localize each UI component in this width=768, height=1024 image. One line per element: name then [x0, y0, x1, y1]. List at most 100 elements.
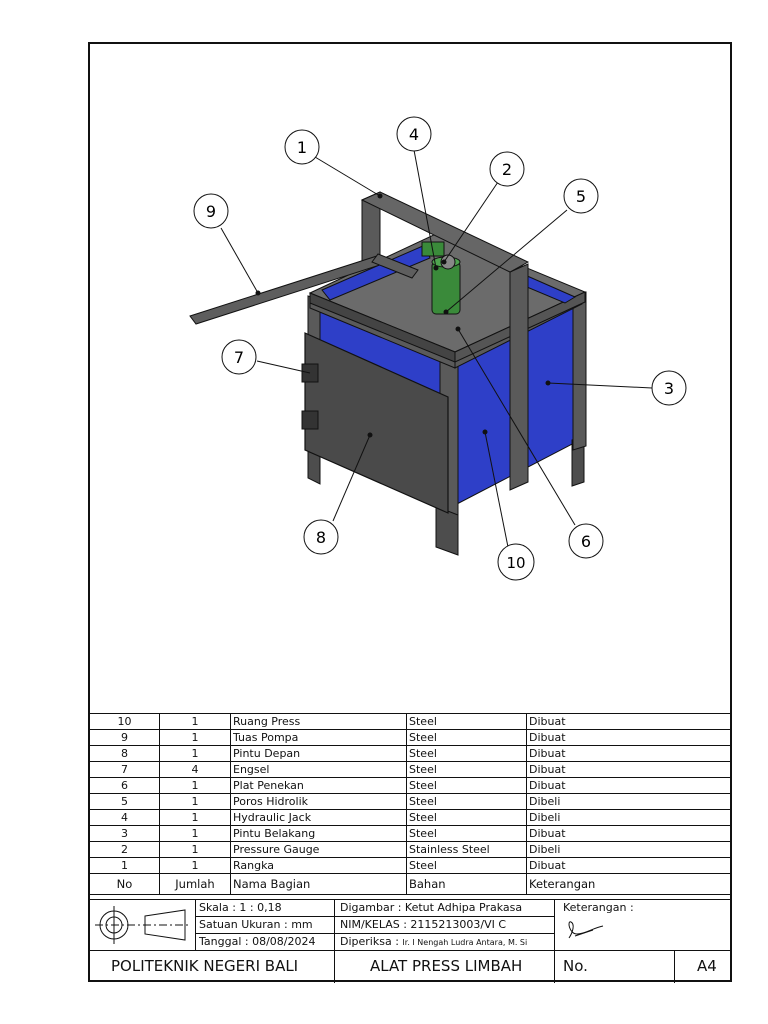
bom-cell-name: Hydraulic Jack [230, 809, 407, 826]
bom-cell-qty: 4 [159, 761, 231, 778]
bom-cell-name: Rangka [230, 857, 407, 874]
date-text: Tanggal : 08/08/2024 [199, 935, 316, 948]
bom-cell-qty: 1 [159, 809, 231, 826]
bom-cell-no: 3 [89, 825, 160, 842]
bom-cell-note: Dibuat [526, 729, 732, 746]
bom-cell-no: 8 [89, 745, 160, 762]
bom-cell-qty: 1 [159, 841, 231, 858]
isometric-drawing: 1 4 2 5 9 7 3 8 6 10 [189, 116, 687, 581]
checked-label: Diperiksa : [340, 935, 399, 948]
bom-header-name: Nama Bagian [230, 873, 407, 895]
bom-cell-material: Steel [406, 777, 527, 794]
leader-dots [255, 193, 551, 438]
bom-cell-name: Pintu Belakang [230, 825, 407, 842]
svg-text:10: 10 [506, 554, 525, 572]
bom-cell-no: 6 [89, 777, 160, 794]
title-block: Skala : 1 : 0,18 Satuan Ukuran : mm Tang… [89, 899, 732, 983]
bom-cell-name: Ruang Press [230, 713, 407, 730]
bom-cell-material: Steel [406, 713, 527, 730]
bom-cell-qty: 1 [159, 729, 231, 746]
checked-name: Ir. I Nengah Ludra Antara, M. Si [402, 938, 528, 947]
bom-cell-material: Steel [406, 857, 527, 874]
balloon-3: 3 [651, 370, 687, 406]
signature [568, 921, 604, 939]
drawing-number-label: No. [563, 957, 588, 975]
bom-cell-name: Plat Penekan [230, 777, 407, 794]
bom-cell-no: 10 [89, 713, 160, 730]
bom-cell-material: Steel [406, 793, 527, 810]
bom-cell-note: Dibuat [526, 761, 732, 778]
svg-text:4: 4 [409, 125, 419, 144]
institution-name: POLITEKNIK NEGERI BALI [111, 957, 299, 975]
bom-cell-qty: 1 [159, 857, 231, 874]
unit-text: Satuan Ukuran : mm [199, 918, 313, 931]
bom-header-note: Keterangan [526, 873, 732, 895]
bom-cell-qty: 1 [159, 825, 231, 842]
bom-cell-note: Dibeli [526, 793, 732, 810]
bom-cell-material: Steel [406, 745, 527, 762]
bom-cell-no: 2 [89, 841, 160, 858]
balloon-2: 2 [489, 151, 525, 187]
bom-cell-no: 5 [89, 793, 160, 810]
svg-text:2: 2 [502, 160, 512, 179]
drawing-title: ALAT PRESS LIMBAH [370, 957, 523, 975]
bom-cell-note: Dibeli [526, 841, 732, 858]
nim-text: NIM/KELAS : 2115213003/VI C [340, 918, 507, 931]
bom-cell-note: Dibeli [526, 809, 732, 826]
remarks-label: Keterangan : [563, 901, 634, 914]
bom-cell-material: Stainless Steel [406, 841, 527, 858]
bom-cell-note: Dibuat [526, 713, 732, 730]
bom-cell-name: Pintu Depan [230, 745, 407, 762]
bom-header-no: No [89, 873, 160, 895]
svg-text:9: 9 [206, 202, 216, 221]
svg-text:7: 7 [234, 348, 244, 367]
bom-cell-material: Steel [406, 761, 527, 778]
bom-cell-qty: 1 [159, 777, 231, 794]
gantry-beam [360, 191, 530, 273]
bom-cell-name: Tuas Pompa [230, 729, 407, 746]
leader-lines [220, 149, 653, 548]
bom-cell-no: 4 [89, 809, 160, 826]
scale-text: Skala : 1 : 0,18 [199, 901, 282, 914]
svg-text:5: 5 [576, 187, 586, 206]
gantry-post-right [509, 263, 529, 491]
balloon-8: 8 [303, 519, 339, 555]
balloon-7: 7 [221, 339, 257, 375]
pump-lever-bend [371, 253, 419, 279]
paper-size: A4 [697, 957, 717, 975]
bom-cell-name: Pressure Gauge [230, 841, 407, 858]
svg-text:8: 8 [316, 528, 326, 547]
drawn-by-text: Digambar : Ketut Adhipa Prakasa [340, 901, 523, 914]
bom-cell-no: 9 [89, 729, 160, 746]
pressure-gauge [421, 241, 445, 257]
bom-cell-note: Dibuat [526, 857, 732, 874]
bom-cell-qty: 1 [159, 793, 231, 810]
bom-cell-no: 1 [89, 857, 160, 874]
frame-post-right [572, 291, 587, 451]
hinge-lower [301, 410, 319, 430]
checked-by-text: Diperiksa : Ir. I Nengah Ludra Antara, M… [340, 934, 527, 951]
bom-cell-material: Steel [406, 729, 527, 746]
balloon-9: 9 [193, 193, 229, 229]
balloon-6: 6 [568, 523, 604, 559]
projection-symbol [95, 906, 191, 944]
bom-header-material: Bahan [406, 873, 527, 895]
bom-cell-name: Poros Hidrolik [230, 793, 407, 810]
bom-cell-qty: 1 [159, 745, 231, 762]
bom-cell-name: Engsel [230, 761, 407, 778]
bom-cell-no: 7 [89, 761, 160, 778]
svg-text:1: 1 [297, 138, 307, 157]
balloon-1: 1 [284, 129, 320, 165]
bom-cell-note: Dibuat [526, 745, 732, 762]
